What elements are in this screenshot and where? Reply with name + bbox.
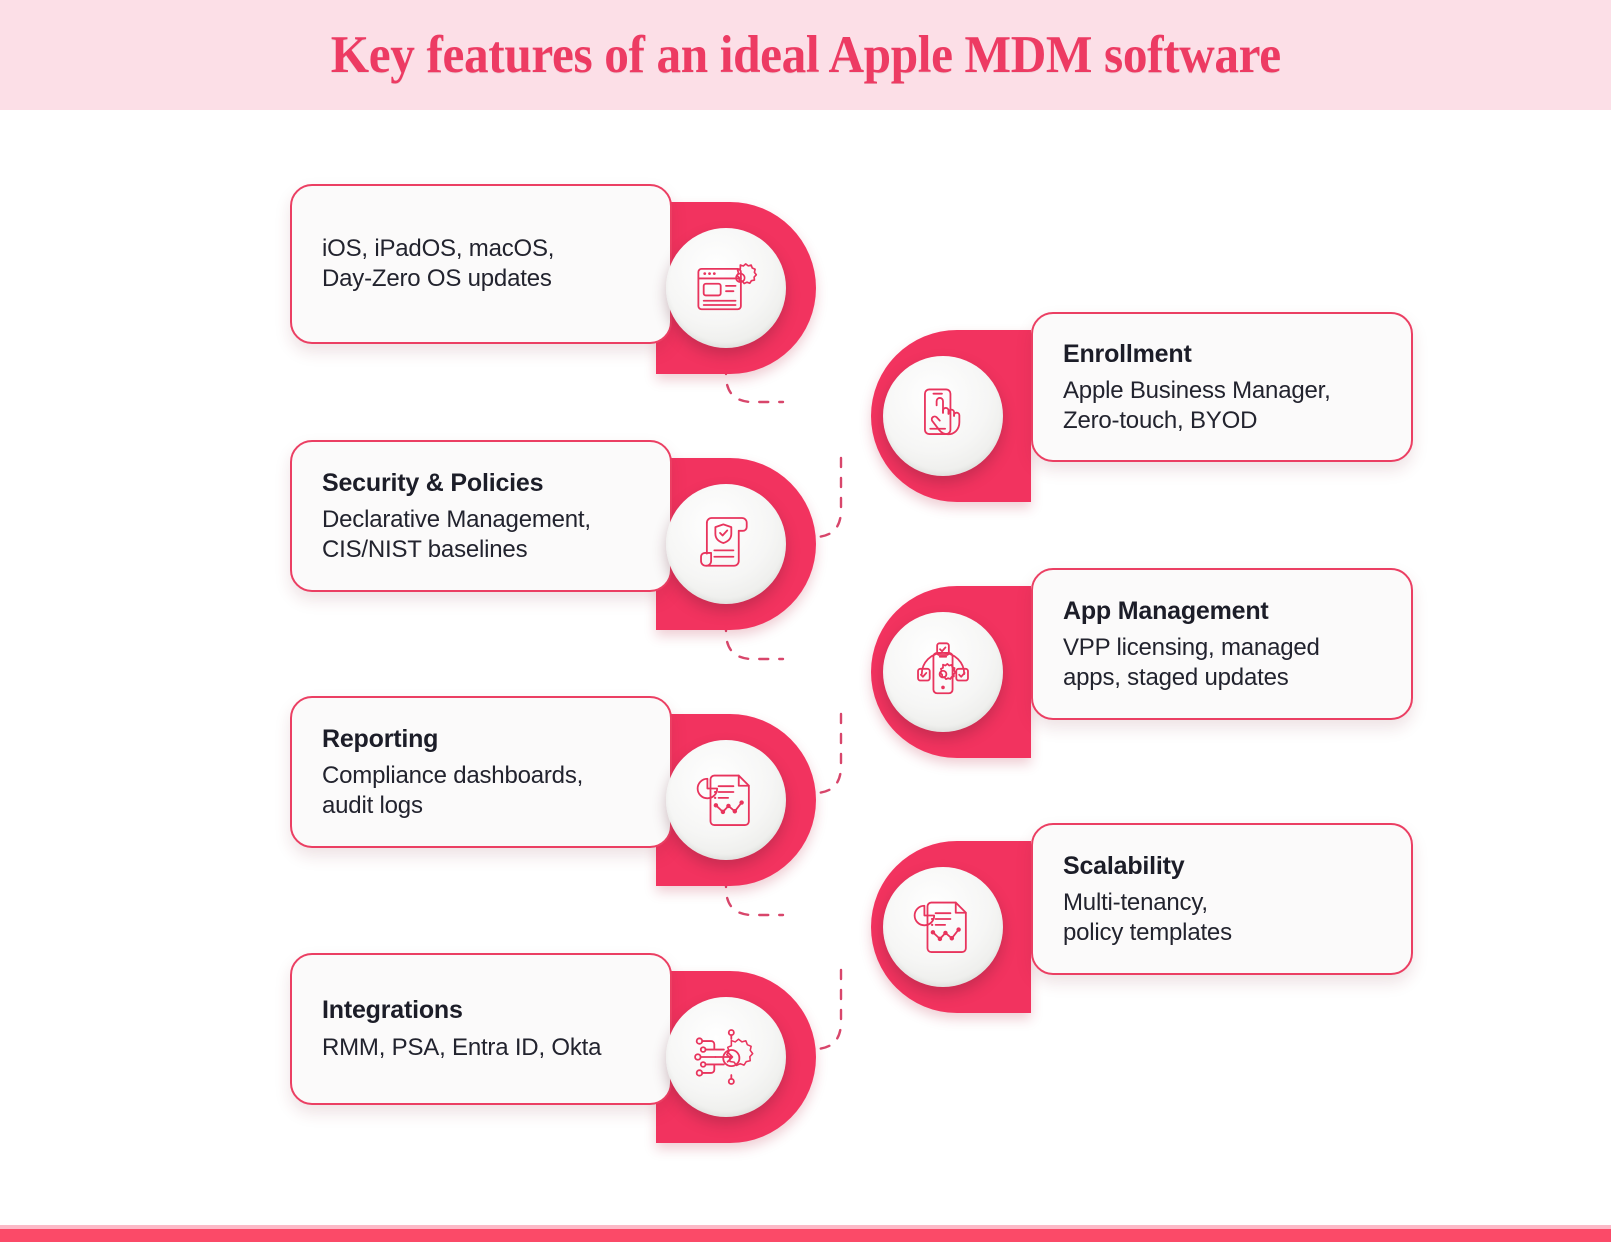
card-title: Integrations xyxy=(322,996,463,1025)
card-os-updates[interactable]: iOS, iPadOS, macOS, Day-Zero OS updates xyxy=(290,184,672,344)
badge-phone-gear-checks[interactable] xyxy=(883,612,1003,732)
card-title: App Management xyxy=(1063,596,1269,625)
phone-gear-checks-icon xyxy=(917,642,969,695)
card-title: Enrollment xyxy=(1063,339,1192,368)
hand-tap-phone-icon xyxy=(924,388,961,436)
card-title: Scalability xyxy=(1063,851,1185,880)
badge-circuit-gear[interactable] xyxy=(666,997,786,1117)
card-title: Security & Policies xyxy=(322,468,544,497)
card-reporting[interactable]: Reporting Compliance dashboards, audit l… xyxy=(290,696,672,848)
report-chart-document-icon xyxy=(696,774,750,826)
badge-report-chart[interactable] xyxy=(883,867,1003,987)
card-app-management[interactable]: App Management VPP licensing, managed ap… xyxy=(1031,568,1413,720)
card-body: RMM, PSA, Entra ID, Okta xyxy=(322,1033,602,1061)
report-chart-document-icon xyxy=(913,901,967,953)
badge-hand-tap-phone[interactable] xyxy=(883,356,1003,476)
card-body: Multi-tenancy, policy templates xyxy=(1063,889,1232,946)
card-scalability[interactable]: Scalability Multi-tenancy, policy templa… xyxy=(1031,823,1413,975)
card-body: Compliance dashboards, audit logs xyxy=(322,762,584,819)
bottom-bar-highlight xyxy=(0,1225,1611,1229)
card-integrations[interactable]: Integrations RMM, PSA, Entra ID, Okta xyxy=(290,953,672,1105)
card-title: Reporting xyxy=(322,724,439,753)
card-enrollment[interactable]: Enrollment Apple Business Manager, Zero-… xyxy=(1031,312,1413,462)
badge-browser-gear[interactable] xyxy=(666,228,786,348)
badge-scroll-shield[interactable] xyxy=(666,484,786,604)
scroll-shield-check-icon xyxy=(700,517,748,567)
bottom-bar xyxy=(0,1229,1611,1242)
card-body: VPP licensing, managed apps, staged upda… xyxy=(1063,634,1320,691)
browser-gear-icon xyxy=(697,263,758,311)
infographic-stage: iOS, iPadOS, macOS, Day-Zero OS updates xyxy=(0,110,1611,1229)
card-body: Declarative Management, CIS/NIST baselin… xyxy=(322,506,591,563)
circuit-gear-icon xyxy=(694,1029,754,1085)
card-body: Apple Business Manager, Zero-touch, BYOD xyxy=(1063,377,1331,434)
badge-report-chart[interactable] xyxy=(666,740,786,860)
page-title: Key features of an ideal Apple MDM softw… xyxy=(330,26,1281,84)
card-body: iOS, iPadOS, macOS, Day-Zero OS updates xyxy=(322,235,555,292)
card-security-policies[interactable]: Security & Policies Declarative Manageme… xyxy=(290,440,672,592)
header-banner: Key features of an ideal Apple MDM softw… xyxy=(0,0,1611,110)
